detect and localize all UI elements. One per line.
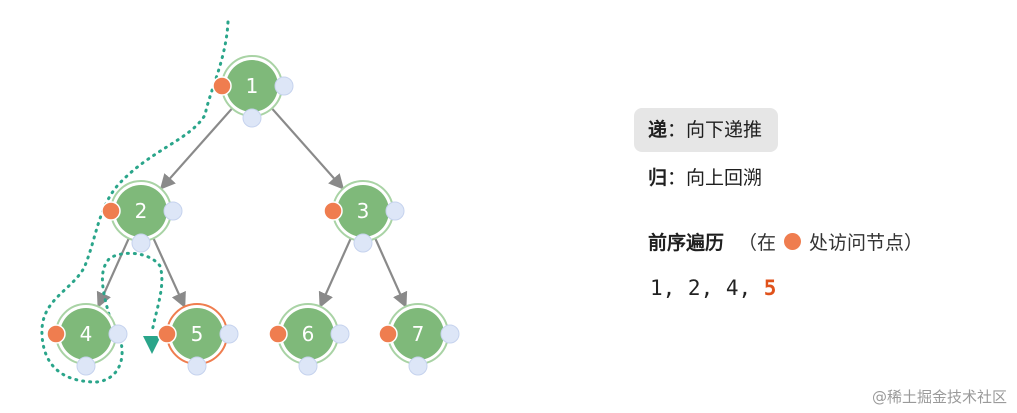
visit-dot-icon xyxy=(46,324,66,344)
node-label: 5 xyxy=(191,322,204,346)
sequence-visited: 1, 2, 4, xyxy=(650,276,764,300)
inorder-dot-icon xyxy=(330,324,350,344)
postorder-dot-icon xyxy=(131,233,151,253)
legend-recurse-text: 向下递推 xyxy=(686,119,763,141)
traversal-note-suffix: 处访问节点） xyxy=(809,232,924,254)
traversal-sequence: 1, 2, 4, 5 xyxy=(650,276,776,300)
node-body xyxy=(226,60,278,112)
inorder-dot-icon xyxy=(385,201,405,221)
node-body xyxy=(60,308,112,360)
tree-node-5: 5 xyxy=(157,303,239,376)
legend-recurse-key: 递 xyxy=(648,119,668,141)
postorder-dot-icon xyxy=(76,356,96,376)
node-label: 2 xyxy=(135,199,148,223)
legend-return-text: 向上回溯 xyxy=(686,167,763,189)
node-label: 7 xyxy=(412,322,425,346)
node-label: 3 xyxy=(357,199,370,223)
sequence-current: 5 xyxy=(763,276,777,300)
edge-2-4 xyxy=(96,237,130,309)
postorder-dot-icon xyxy=(408,356,428,376)
node-body xyxy=(392,308,444,360)
inorder-dot-icon xyxy=(108,324,128,344)
edge-3-7 xyxy=(374,237,408,309)
postorder-dot-icon xyxy=(187,356,207,376)
node-body xyxy=(282,308,334,360)
watermark: @稀土掘金技术社区 xyxy=(871,388,1007,406)
node-label: 6 xyxy=(302,322,315,346)
node-body xyxy=(171,308,223,360)
tree-node-6: 6 xyxy=(268,303,350,376)
inorder-dot-icon xyxy=(163,201,183,221)
traversal-note-prefix: （在 xyxy=(738,232,777,254)
tree-node-7: 7 xyxy=(378,303,460,376)
inorder-dot-icon xyxy=(219,324,239,344)
postorder-dot-icon xyxy=(242,108,262,128)
tree-node-3: 3 xyxy=(323,180,405,253)
edge-1-2 xyxy=(159,107,233,190)
traversal-title-row: 前序遍历 （在 处访问节点） xyxy=(648,228,923,255)
traversal-arrow-icon xyxy=(143,336,161,354)
legend-return-key: 归 xyxy=(648,167,668,189)
legend-return: 归：向上回溯 xyxy=(634,156,762,200)
edge-1-3 xyxy=(271,107,345,190)
traversal-note: （在 处访问节点） xyxy=(738,228,923,255)
legend-recurse-colon: ： xyxy=(667,119,687,141)
node-label: 4 xyxy=(80,322,93,346)
visit-dot-icon xyxy=(157,324,177,344)
traversal-title: 前序遍历 xyxy=(648,232,725,254)
legend-return-colon: ： xyxy=(667,167,687,189)
edge-3-6 xyxy=(318,237,352,309)
legend-recurse: 递：向下递推 xyxy=(634,108,779,152)
visit-dot-icon xyxy=(212,76,232,96)
edge-2-5 xyxy=(152,237,186,309)
node-label: 1 xyxy=(246,74,259,98)
postorder-dot-icon xyxy=(298,356,318,376)
tree-node-1: 1 xyxy=(212,55,294,128)
visit-dot-icon xyxy=(784,233,802,250)
traversal-path xyxy=(40,20,230,384)
visit-dot-icon xyxy=(101,201,121,221)
inorder-dot-icon xyxy=(274,76,294,96)
inorder-dot-icon xyxy=(440,324,460,344)
visit-dot-icon xyxy=(378,324,398,344)
visit-dot-icon xyxy=(268,324,288,344)
visit-dot-icon xyxy=(323,201,343,221)
node-body xyxy=(115,185,167,237)
postorder-dot-icon xyxy=(353,233,373,253)
tree-node-2: 2 xyxy=(101,180,183,253)
node-body xyxy=(337,185,389,237)
tree-node-4: 4 xyxy=(46,303,128,376)
